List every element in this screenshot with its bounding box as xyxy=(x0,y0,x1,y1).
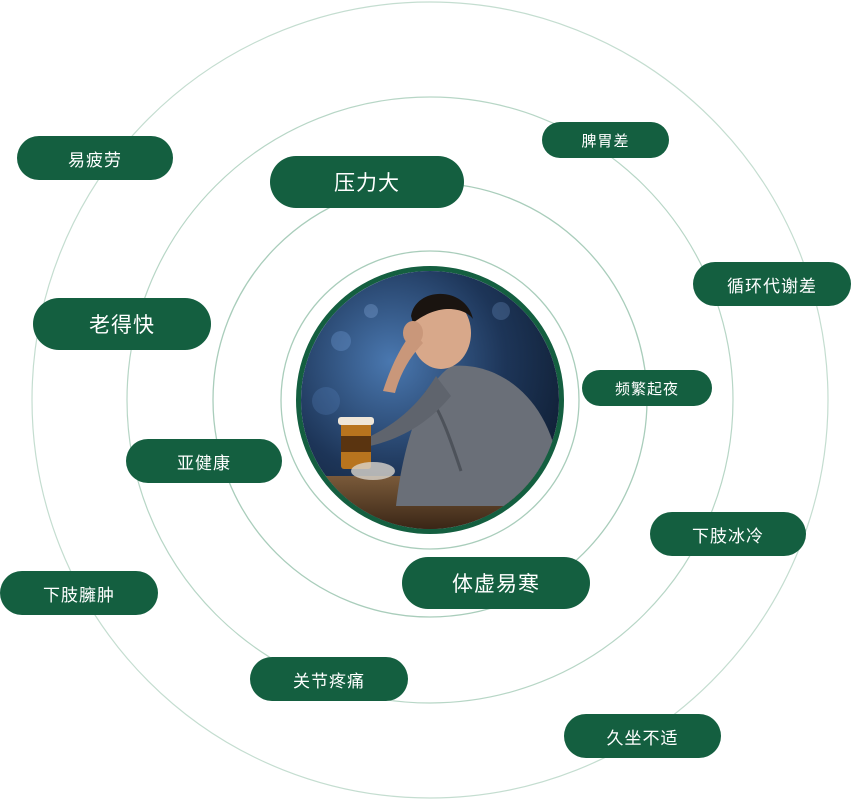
symptom-pill-aging-fast: 老得快 xyxy=(33,298,211,350)
ring-1 xyxy=(280,250,580,550)
symptom-pill-leg-swelling: 下肢臃肿 xyxy=(0,571,158,615)
symptom-pill-fatigue: 易疲劳 xyxy=(17,136,173,180)
center-photo xyxy=(296,266,564,534)
symptom-pill-stress: 压力大 xyxy=(270,156,464,208)
symptom-pill-poor-digestion: 脾胃差 xyxy=(542,122,669,158)
ring-3 xyxy=(126,96,734,704)
symptom-pill-weak-cold: 体虚易寒 xyxy=(402,557,590,609)
symptom-pill-sitting-discomfort: 久坐不适 xyxy=(564,714,721,758)
symptom-pill-frequent-nocturia: 频繁起夜 xyxy=(582,370,712,406)
symptom-pill-sub-health: 亚健康 xyxy=(126,439,282,483)
ring-4 xyxy=(31,1,829,799)
stressed-man-portrait-icon xyxy=(301,271,559,529)
symptom-pill-joint-pain: 关节疼痛 xyxy=(250,657,408,701)
symptom-pill-poor-circulation: 循环代谢差 xyxy=(693,262,851,306)
symptom-pill-cold-legs: 下肢冰冷 xyxy=(650,512,806,556)
